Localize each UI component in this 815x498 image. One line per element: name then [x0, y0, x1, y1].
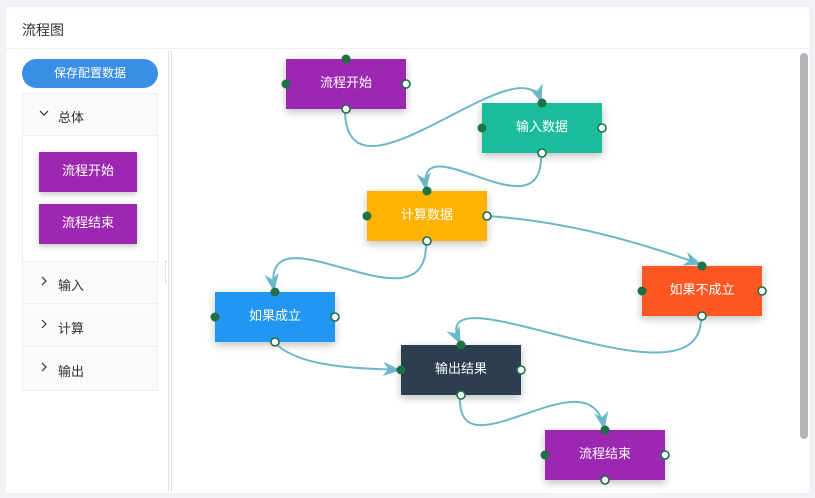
- chevron-right-icon: [41, 276, 47, 286]
- palette-group-label: 总体: [58, 111, 85, 126]
- chevron-right-icon: [41, 319, 47, 329]
- palette-node-end[interactable]: 流程结束: [39, 204, 137, 244]
- palette-node-start[interactable]: 流程开始: [39, 152, 137, 192]
- flow-node-input[interactable]: 输入数据: [482, 103, 602, 153]
- palette-group-label: 计算: [58, 322, 85, 337]
- palette-group-calc[interactable]: 计算: [23, 305, 157, 347]
- panel-splitter[interactable]: [165, 51, 172, 491]
- flow-node-no[interactable]: 如果不成立: [642, 266, 762, 316]
- flow-node-output[interactable]: 输出结果: [401, 345, 521, 395]
- flow-card: 流程图 保存配置数据 总体 流程开始 流程结束 输入 计算: [6, 7, 809, 493]
- flow-node-yes[interactable]: 如果成立: [215, 292, 335, 342]
- palette-group-output[interactable]: 输出: [23, 348, 157, 390]
- node-palette: 总体 流程开始 流程结束 输入 计算 输出: [22, 93, 158, 391]
- save-config-button[interactable]: 保存配置数据: [22, 59, 158, 88]
- splitter-grip[interactable]: [165, 261, 168, 283]
- palette-group-body: 流程开始 流程结束: [23, 136, 157, 262]
- flow-node-end[interactable]: 流程结束: [545, 430, 665, 480]
- flow-node-calc[interactable]: 计算数据: [367, 191, 487, 241]
- chevron-right-icon: [41, 362, 47, 372]
- page-title: 流程图: [22, 23, 64, 39]
- chevron-down-icon: [39, 110, 49, 116]
- palette-group-label: 输入: [58, 279, 85, 294]
- palette-group-input[interactable]: 输入: [23, 262, 157, 304]
- canvas-scrollbar[interactable]: [800, 53, 808, 439]
- palette-group-overall[interactable]: 总体: [23, 94, 157, 136]
- flow-node-start[interactable]: 流程开始: [286, 59, 406, 109]
- palette-group-label: 输出: [58, 365, 85, 380]
- card-header: 流程图: [6, 7, 809, 49]
